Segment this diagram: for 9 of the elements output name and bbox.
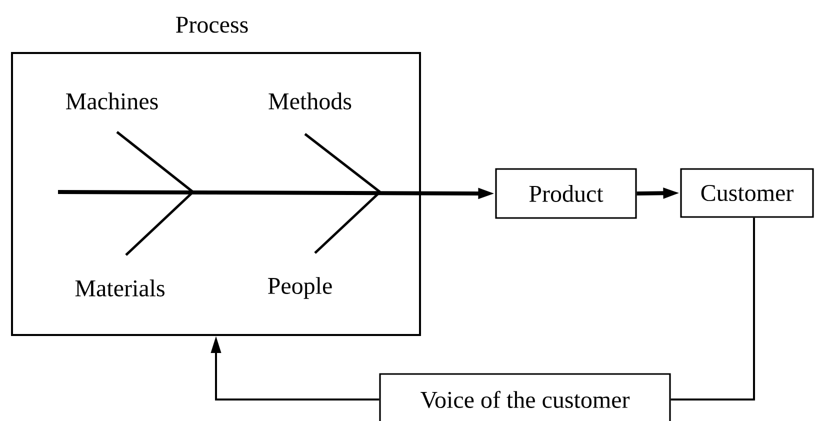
text-box: Product [495,168,637,219]
connector-line [670,218,755,400]
category-label: Methods [268,92,352,110]
category-label: People [268,277,332,299]
category-label: Machines [66,92,158,110]
category-label: Materials [75,280,164,296]
node-label: Process [176,16,248,33]
text-box: Customer [680,168,814,218]
text-box: Voice of the customer [379,373,671,421]
